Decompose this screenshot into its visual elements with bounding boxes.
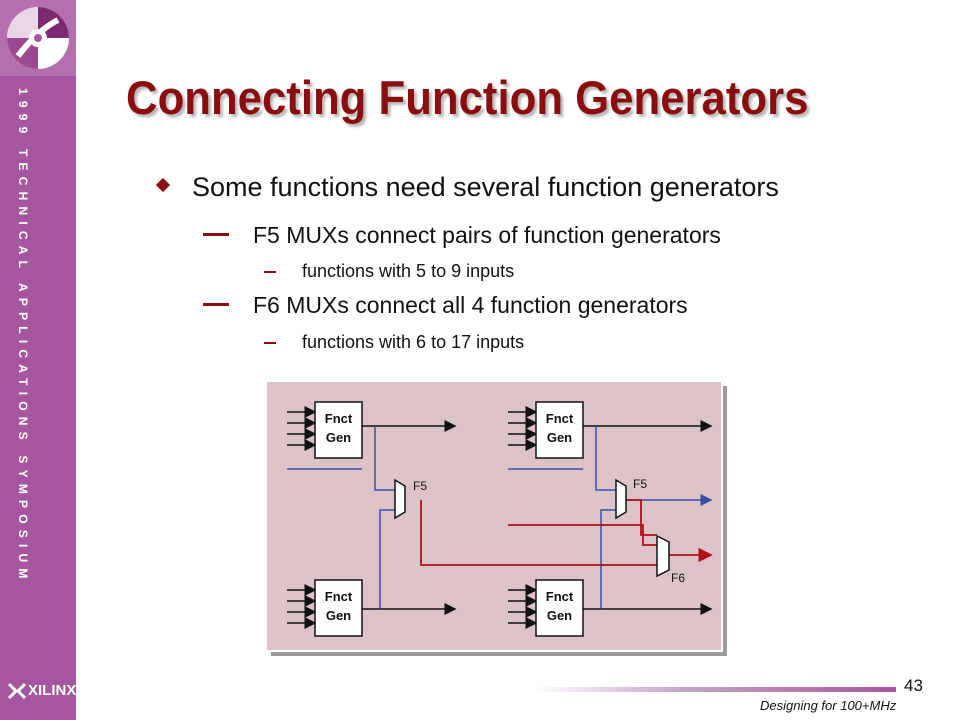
bullet-text: Some functions need several function gen… [192,172,779,202]
sidebar-vertical-text: 1999 TECHNICAL APPLICATIONS SYMPOSIUM [16,88,30,585]
detail-text: functions with 5 to 9 inputs [302,261,515,281]
detail-text: functions with 6 to 17 inputs [302,332,525,352]
sub-bullet-text: F6 MUXs connect all 4 function generator… [253,292,688,318]
dash-bullet-icon [203,303,229,306]
block-label-line2: Gen [326,608,351,623]
slide-title: Connecting Function Generators [126,71,809,124]
output-wires [362,420,713,615]
block-label-line1: Fnct [325,589,353,604]
block-label-line1: Fnct [325,411,353,426]
footer-caption: Designing for 100+MHz [760,698,897,713]
sub-bullet-text: F5 MUXs connect pairs of function genera… [253,222,721,248]
xilinx-brand-text: XILINX [28,682,77,699]
xilinx-logo-icon [8,682,26,699]
mux-diagram: F5 F5 F6 Fnct Gen Fnct Gen Fnct Gen Fnct… [265,380,727,656]
input-arrows [287,406,538,629]
dash-bullet-icon [264,271,276,273]
dash-bullet-icon [203,233,229,236]
page-number: 43 [904,676,923,695]
f5-mux-left [394,478,406,520]
block-label-line2: Gen [326,430,351,445]
dash-bullet-icon [264,342,276,344]
fnct-gen-block: Fnct Gen [535,579,584,637]
block-label-line1: Fnct [546,589,574,604]
footer-divider [536,687,896,692]
f6-label: F6 [671,571,685,585]
fnct-gen-block: Fnct Gen [535,401,584,459]
fnct-gen-block: Fnct Gen [314,579,363,637]
f5-mux-right [615,478,627,520]
fnct-gen-block: Fnct Gen [314,401,363,459]
f5-label-right: F5 [633,477,647,491]
sidebar [0,0,76,720]
f6-wires [420,499,713,566]
xilinx-brand: XILINX [8,682,76,699]
diamond-bullet-icon [155,177,171,193]
block-label-line1: Fnct [546,411,574,426]
f6-mux [656,534,670,578]
logo-panel [0,0,76,76]
cd-logo-icon [7,7,69,69]
f5-label-left: F5 [413,479,427,493]
block-label-line2: Gen [547,430,572,445]
block-label-line2: Gen [547,608,572,623]
